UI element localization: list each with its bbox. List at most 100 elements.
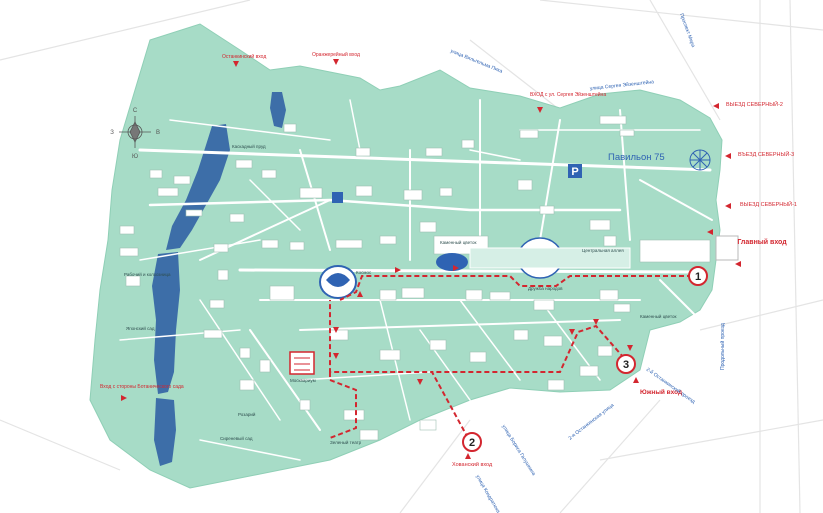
ostankino-entrance-label[interactable]: Останкинский вход (222, 53, 266, 60)
building[interactable] (543, 335, 563, 347)
building[interactable] (203, 329, 223, 339)
building[interactable] (261, 239, 279, 249)
building[interactable] (465, 289, 483, 301)
building[interactable] (119, 247, 139, 257)
building[interactable] (597, 345, 613, 357)
place-moskvarium: Москвариум (290, 378, 316, 383)
building[interactable] (125, 275, 141, 287)
building[interactable] (603, 235, 617, 247)
building[interactable] (213, 243, 229, 253)
building[interactable] (619, 129, 635, 137)
khovansky-entrance-label[interactable]: Хованский вход (452, 461, 493, 468)
building[interactable] (429, 339, 447, 351)
buildings (119, 115, 711, 441)
building[interactable] (469, 351, 487, 363)
building[interactable] (355, 147, 371, 157)
building[interactable] (539, 205, 555, 215)
building[interactable] (613, 303, 631, 313)
compass-n: С (133, 108, 138, 114)
building[interactable] (235, 159, 253, 169)
building[interactable] (639, 239, 711, 263)
entry-arrow-icon (537, 107, 543, 113)
south-entrance-label[interactable]: Южный вход (640, 388, 682, 396)
pavilion-75-label[interactable]: Павильон 75 (608, 152, 665, 163)
building[interactable] (519, 129, 539, 139)
entry-arrow-icon (395, 267, 401, 273)
building[interactable] (259, 359, 271, 373)
building[interactable] (589, 219, 611, 231)
park-path (249, 329, 321, 431)
building[interactable] (269, 285, 295, 301)
building[interactable] (261, 169, 277, 179)
building[interactable] (419, 419, 437, 431)
building[interactable] (513, 329, 529, 341)
building[interactable] (239, 347, 251, 359)
building[interactable] (579, 365, 599, 377)
park-path (349, 99, 361, 151)
walking-routes (329, 275, 692, 439)
building[interactable] (599, 115, 627, 125)
building[interactable] (359, 429, 379, 441)
central-alley (469, 247, 631, 269)
place-kamenny-tsvetok: Каменный цветок (440, 239, 476, 245)
building[interactable] (149, 169, 163, 179)
building[interactable] (379, 289, 397, 301)
exit-north-3-label[interactable]: ВЪЕЗД СЕВЕРНЫЙ-3 (738, 150, 794, 158)
route-marker-3[interactable]: 3 (616, 354, 636, 374)
entry-arrow-icon (633, 377, 639, 383)
building[interactable] (403, 189, 423, 201)
building[interactable] (419, 221, 437, 233)
building[interactable] (517, 179, 533, 191)
building[interactable] (547, 379, 565, 391)
entry-arrow-icon (593, 319, 599, 325)
park-path (469, 149, 521, 161)
building[interactable] (343, 409, 365, 421)
eisenstein-entrance-label[interactable]: ВХОД с ул. Сергея Эйзенштейна (530, 91, 606, 98)
exit-north-2-label[interactable]: ВЫЕЗД СЕВЕРНЫЙ-2 (726, 100, 783, 108)
building[interactable] (461, 139, 475, 149)
entry-arrow-icon (707, 229, 713, 235)
building[interactable] (289, 241, 305, 251)
building[interactable] (209, 299, 225, 309)
exit-north-1-label[interactable]: ВЫЕЗД СЕВЕРНЫЙ-1 (740, 200, 797, 208)
building[interactable] (329, 329, 349, 341)
building[interactable] (299, 187, 323, 199)
building[interactable] (489, 291, 511, 301)
building[interactable] (239, 379, 255, 391)
compass-icon (119, 116, 151, 148)
central-complex (319, 235, 739, 299)
main-entrance-label[interactable]: Главный вход (737, 238, 787, 246)
building[interactable] (283, 123, 297, 133)
building[interactable] (425, 147, 443, 157)
entry-arrow-icon (465, 453, 471, 459)
route-marker-1[interactable]: 1 (688, 266, 708, 286)
building[interactable] (379, 349, 401, 361)
building[interactable] (119, 225, 135, 235)
building[interactable] (335, 239, 363, 249)
building[interactable] (229, 213, 245, 223)
building[interactable] (599, 289, 619, 301)
building[interactable] (299, 399, 311, 411)
park-path (249, 179, 301, 231)
greenhouse-entrance-label[interactable]: Оранжерейный вход (312, 51, 360, 58)
building[interactable] (185, 209, 203, 217)
building[interactable] (217, 269, 229, 281)
building[interactable] (533, 299, 555, 311)
place-lilac-garden: Сиреневый сад (220, 435, 253, 441)
building[interactable] (173, 175, 191, 185)
building[interactable] (157, 187, 179, 197)
entry-arrow-icon (333, 59, 339, 65)
moskvarium-icon[interactable] (289, 351, 315, 375)
building[interactable] (355, 185, 373, 197)
route-marker-2[interactable]: 2 (462, 432, 482, 452)
place-cascade-pond: Каскадный пруд (232, 143, 266, 149)
botanic-entrance-label[interactable]: Вход с стороны Ботанического сада (100, 384, 184, 390)
building[interactable] (439, 187, 453, 197)
parking-icon-2 (332, 192, 343, 203)
entry-arrow-icon (735, 261, 741, 267)
building[interactable] (379, 235, 397, 245)
building[interactable] (401, 287, 425, 299)
ponds (152, 92, 286, 466)
park-path (139, 239, 261, 261)
